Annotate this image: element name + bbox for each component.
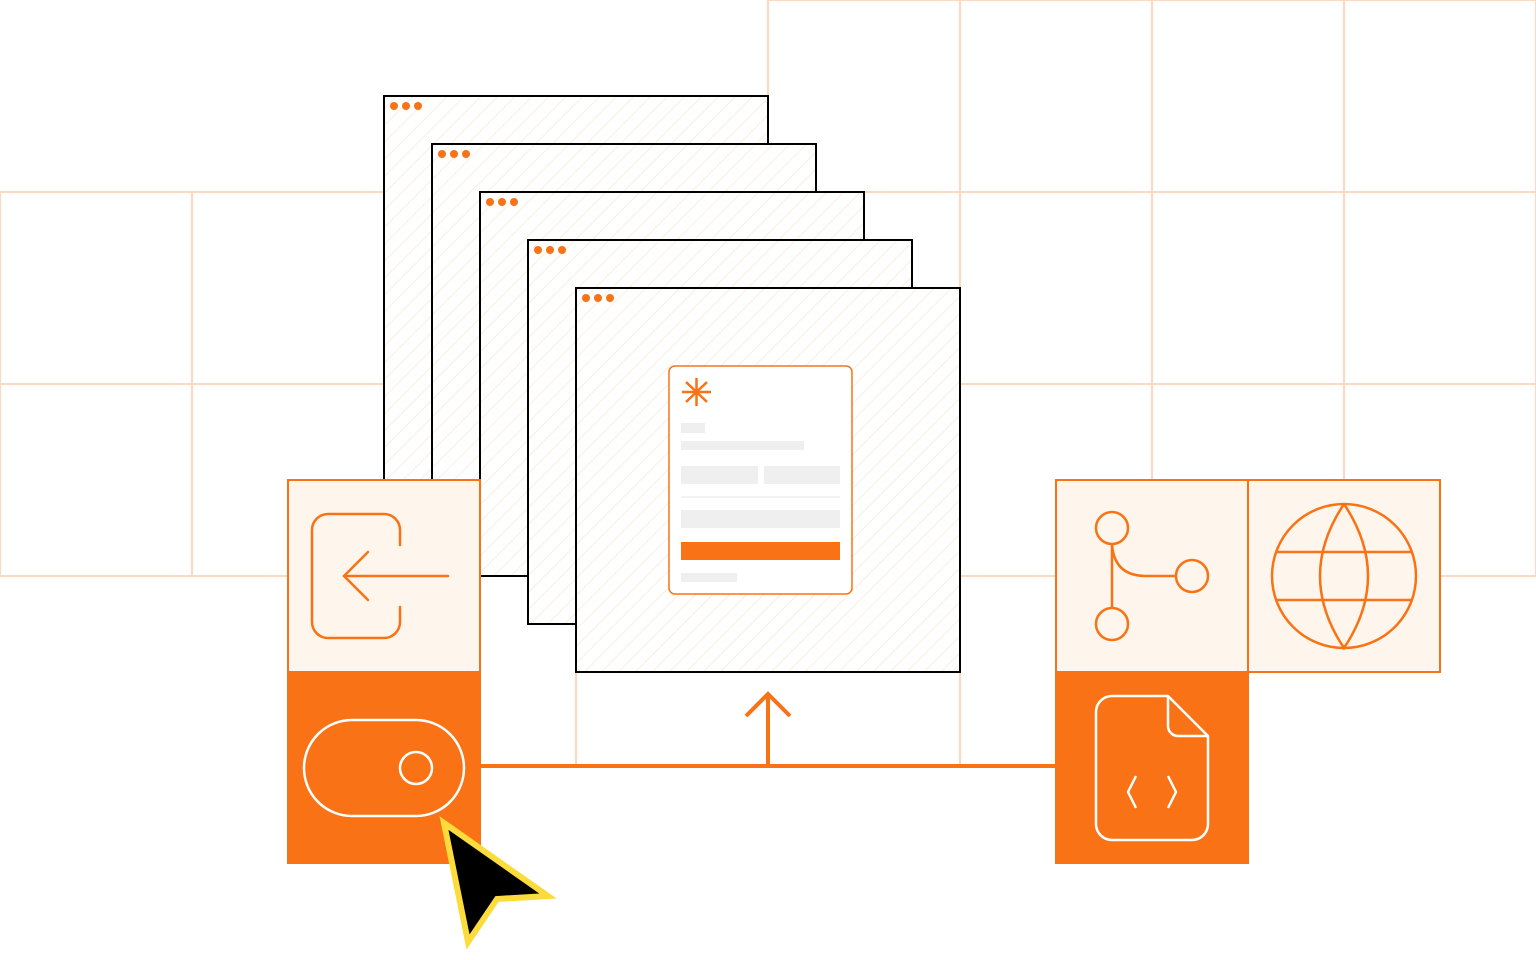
sign-in-icon bbox=[310, 512, 450, 640]
window-control-dot[interactable] bbox=[534, 246, 542, 254]
git-branch-tile[interactable] bbox=[1055, 479, 1249, 673]
globe-tile[interactable] bbox=[1247, 479, 1441, 673]
window-control-dot[interactable] bbox=[450, 150, 458, 158]
git-branch-icon bbox=[1094, 510, 1210, 642]
card-submit-button[interactable] bbox=[681, 542, 840, 560]
card-input-right[interactable] bbox=[764, 466, 840, 484]
sign-in-tile[interactable] bbox=[287, 479, 481, 673]
code-file-icon bbox=[1094, 694, 1210, 842]
globe-icon bbox=[1270, 502, 1418, 651]
connector bbox=[480, 691, 1056, 768]
card-input-left[interactable] bbox=[681, 466, 758, 484]
login-card bbox=[668, 365, 853, 595]
window-control-dot[interactable] bbox=[486, 198, 494, 206]
arrow-up-icon bbox=[744, 691, 792, 718]
window-control-dot[interactable] bbox=[606, 294, 614, 302]
window-control-dot[interactable] bbox=[402, 102, 410, 110]
window-control-dot[interactable] bbox=[558, 246, 566, 254]
asterisk-logo-icon bbox=[682, 378, 711, 406]
mouse-cursor-icon bbox=[439, 816, 557, 950]
window-stack bbox=[383, 95, 961, 673]
code-file-tile[interactable] bbox=[1055, 672, 1249, 864]
window-control-dot[interactable] bbox=[510, 198, 518, 206]
card-input-full[interactable] bbox=[681, 510, 840, 528]
window-control-dot[interactable] bbox=[594, 294, 602, 302]
window-control-dot[interactable] bbox=[498, 198, 506, 206]
window-control-dot[interactable] bbox=[390, 102, 398, 110]
window-control-dot[interactable] bbox=[582, 294, 590, 302]
card-title-placeholder bbox=[681, 441, 804, 450]
card-label-placeholder bbox=[681, 423, 705, 433]
window-control-dot[interactable] bbox=[546, 246, 554, 254]
window-control-dot[interactable] bbox=[438, 150, 446, 158]
window-control-dot[interactable] bbox=[462, 150, 470, 158]
card-footer-placeholder bbox=[681, 573, 737, 582]
toggle-switch-icon[interactable] bbox=[302, 718, 466, 818]
window-control-dot[interactable] bbox=[414, 102, 422, 110]
